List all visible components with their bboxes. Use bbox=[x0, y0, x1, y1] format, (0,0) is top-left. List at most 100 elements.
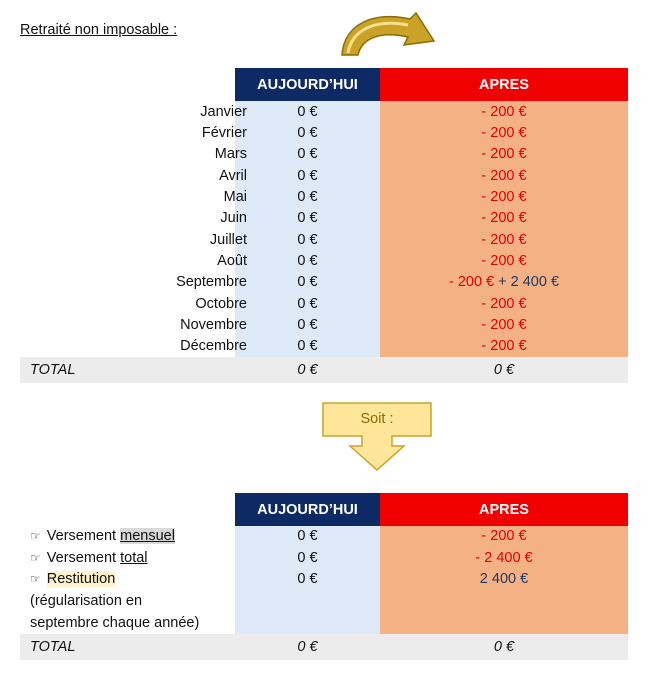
label-word: total bbox=[120, 549, 148, 566]
month-label: Février bbox=[201, 124, 247, 141]
summary-table: ☞ Versement mensuel 0 € - 200 € ☞ Versemen… bbox=[20, 526, 628, 591]
total-after: 0 € bbox=[493, 362, 515, 378]
after-value: - 200 € bbox=[481, 528, 527, 544]
table-row: Septembre 0 € - 200 € + 2 400 € bbox=[20, 272, 628, 293]
table-row: Mai 0 € - 200 € bbox=[20, 186, 628, 207]
column-today-bg bbox=[235, 101, 380, 357]
monthly-table: Janvier 0 € - 200 € Février 0 € - 200 € … bbox=[20, 101, 628, 357]
curved-arrow-icon bbox=[341, 11, 436, 56]
total-today: 0 € bbox=[297, 362, 318, 378]
month-label: Août bbox=[217, 252, 247, 269]
table-row: Février 0 € - 200 € bbox=[20, 122, 628, 143]
after-negative: - 200 € bbox=[481, 124, 527, 141]
after-positive: + 2 400 € bbox=[498, 274, 560, 291]
total-after: 0 € bbox=[493, 639, 515, 655]
after-negative: - 200 € bbox=[481, 295, 527, 312]
today-value: 0 € bbox=[297, 316, 318, 333]
table-row: Août 0 € - 200 € bbox=[20, 250, 628, 271]
after-value: - 200 € bbox=[380, 253, 628, 269]
after-value: - 200 € bbox=[380, 104, 628, 120]
after-negative: - 200 € bbox=[481, 210, 527, 227]
month-label: Octobre bbox=[195, 295, 247, 312]
label-prefix: Versement bbox=[46, 528, 121, 544]
label-word: mensuel bbox=[120, 528, 175, 544]
today-value: 0 € bbox=[297, 231, 318, 248]
table-row: Janvier 0 € - 200 € bbox=[20, 101, 628, 122]
regularisation-note: (régularisation en septembre chaque anné… bbox=[30, 591, 199, 634]
month-label: Avril bbox=[219, 167, 247, 184]
total-row: TOTAL 0 € 0 € bbox=[20, 357, 628, 383]
row-label: ☞ Versement total bbox=[30, 550, 148, 566]
today-value: 0 € bbox=[297, 274, 318, 291]
note-line: (régularisation en bbox=[30, 593, 143, 609]
total-label: TOTAL bbox=[30, 639, 76, 655]
after-negative: - 200 € bbox=[481, 103, 527, 120]
today-value: 0 € bbox=[297, 252, 318, 269]
total-today: 0 € bbox=[297, 639, 318, 655]
column-after-bg bbox=[380, 526, 628, 634]
today-value: 0 € bbox=[297, 549, 318, 566]
today-value: 0 € bbox=[297, 295, 318, 312]
table-row: Mars 0 € - 200 € bbox=[20, 144, 628, 165]
pointing-hand-icon: ☞ bbox=[30, 529, 41, 543]
note-line: septembre chaque année) bbox=[30, 614, 200, 631]
after-value: - 200 € bbox=[380, 232, 628, 248]
after-value: - 200 € bbox=[380, 146, 628, 162]
today-value: 0 € bbox=[297, 188, 318, 205]
today-value: 0 € bbox=[297, 338, 318, 355]
after-negative: - 200 € bbox=[481, 167, 527, 184]
column-after-bg bbox=[380, 101, 628, 357]
table-row: Octobre 0 € - 200 € bbox=[20, 293, 628, 314]
today-value: 0 € bbox=[297, 146, 318, 163]
total-row: TOTAL 0 € 0 € bbox=[20, 634, 628, 660]
after-negative: - 200 € bbox=[481, 338, 527, 355]
header-today: AUJOURD’HUI bbox=[235, 68, 380, 101]
month-label: Décembre bbox=[180, 338, 247, 355]
header-today: AUJOURD’HUI bbox=[235, 493, 380, 526]
month-label: Septembre bbox=[176, 274, 247, 291]
month-label: Mars bbox=[214, 146, 247, 163]
month-label: Juin bbox=[220, 210, 247, 227]
after-negative: - 200 € bbox=[481, 316, 527, 333]
today-value: 0 € bbox=[297, 571, 318, 587]
after-negative: - 200 € bbox=[481, 188, 527, 205]
down-arrow-icon bbox=[322, 402, 432, 472]
after-value: - 200 € bbox=[380, 189, 628, 205]
today-value: 0 € bbox=[297, 528, 318, 544]
pointing-hand-icon: ☞ bbox=[30, 550, 41, 565]
total-label: TOTAL bbox=[30, 362, 76, 378]
after-negative: - 200 € bbox=[448, 274, 495, 291]
soit-label: Soit : bbox=[360, 411, 394, 427]
table-row: Juillet 0 € - 200 € bbox=[20, 229, 628, 250]
section-title: Retraité non imposable : bbox=[20, 22, 178, 38]
today-value: 0 € bbox=[297, 103, 318, 120]
column-today-bg bbox=[235, 526, 380, 634]
table-row: ☞ Versement mensuel 0 € - 200 € bbox=[20, 526, 628, 548]
table-row: ☞ Restitution 0 € 2 400 € bbox=[20, 569, 628, 591]
month-label: Juillet bbox=[209, 231, 247, 248]
table-row: Juin 0 € - 200 € bbox=[20, 208, 628, 229]
month-label: Janvier bbox=[200, 103, 247, 120]
table-row: ☞ Versement total 0 € - 2 400 € bbox=[20, 548, 628, 570]
after-value: - 200 € bbox=[380, 210, 628, 226]
after-negative: - 200 € bbox=[481, 231, 527, 248]
label-prefix: Versement bbox=[46, 549, 121, 566]
table-row: Novembre 0 € - 200 € bbox=[20, 314, 628, 335]
today-value: 0 € bbox=[297, 124, 318, 141]
row-label: ☞ Restitution bbox=[30, 571, 116, 587]
row-label: ☞ Versement mensuel bbox=[30, 528, 175, 544]
after-value: - 200 € bbox=[380, 125, 628, 141]
today-value: 0 € bbox=[297, 167, 318, 184]
pointing-hand-icon: ☞ bbox=[30, 572, 41, 586]
month-label: Novembre bbox=[180, 316, 247, 333]
after-value: - 200 € bbox=[380, 338, 628, 354]
after-value: - 200 € bbox=[380, 296, 628, 312]
after-value: - 2 400 € bbox=[475, 549, 533, 566]
after-value: - 200 € bbox=[380, 317, 628, 333]
header-after: APRES bbox=[380, 68, 628, 101]
table-row: Décembre 0 € - 200 € bbox=[20, 336, 628, 357]
after-negative: - 200 € bbox=[481, 252, 527, 269]
after-value: 2 400 € bbox=[479, 571, 529, 587]
label-word: Restitution bbox=[46, 571, 116, 587]
after-value: - 200 € + 2 400 € bbox=[380, 274, 628, 290]
